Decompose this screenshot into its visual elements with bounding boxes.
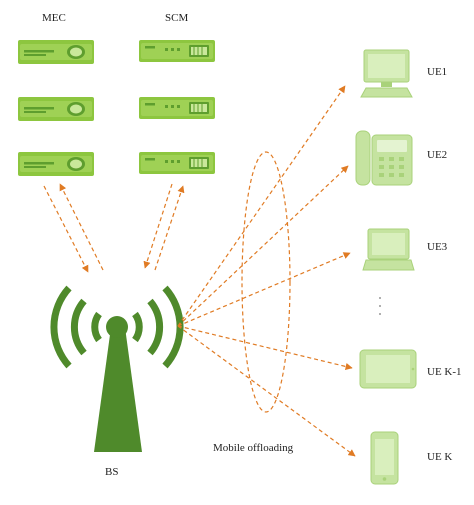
smartphone-icon [370,431,399,485]
offloading-ellipse [241,151,291,413]
ue1-label: UE1 [427,66,448,78]
uek-label: UE K [427,451,453,463]
bs-to-ue1-arrow [177,85,346,327]
scm-bs-links [143,183,185,271]
mec-to-bs-arrow [43,185,89,273]
ellipsis-dots [379,297,381,315]
ue2-label: UE2 [427,149,448,161]
mec-server-3 [18,152,94,176]
desktop-computer-icon [360,49,413,98]
mec-server-2 [18,97,94,121]
tablet-icon [359,349,417,389]
bs-label: BS [105,466,119,478]
offloading-links [177,85,356,457]
bs-tower-icon [50,285,184,452]
bs-to-uek1-arrow [177,325,353,370]
laptop-icon [362,228,415,271]
scm-server-1 [138,39,216,63]
ue3-label: UE3 [427,241,448,253]
mobile-offloading-label: Mobile offloading [213,442,294,454]
scm-server-2 [138,96,216,120]
bs-to-scm-arrow [154,185,185,271]
mec-bs-links [43,183,104,273]
bs-to-ue3-arrow [177,252,351,327]
desk-phone-icon [355,130,413,186]
scm-server-3 [138,151,216,175]
uek1-label: UE K-1 [427,366,462,378]
mec-server-1 [18,40,94,64]
bs-to-uek-arrow [177,325,356,457]
bs-to-ue2-arrow [177,165,349,327]
bs-to-mec-arrow [59,183,104,271]
scm-to-bs-arrow [143,183,173,269]
mec-label: MEC [42,12,66,24]
scm-label: SCM [165,12,189,24]
